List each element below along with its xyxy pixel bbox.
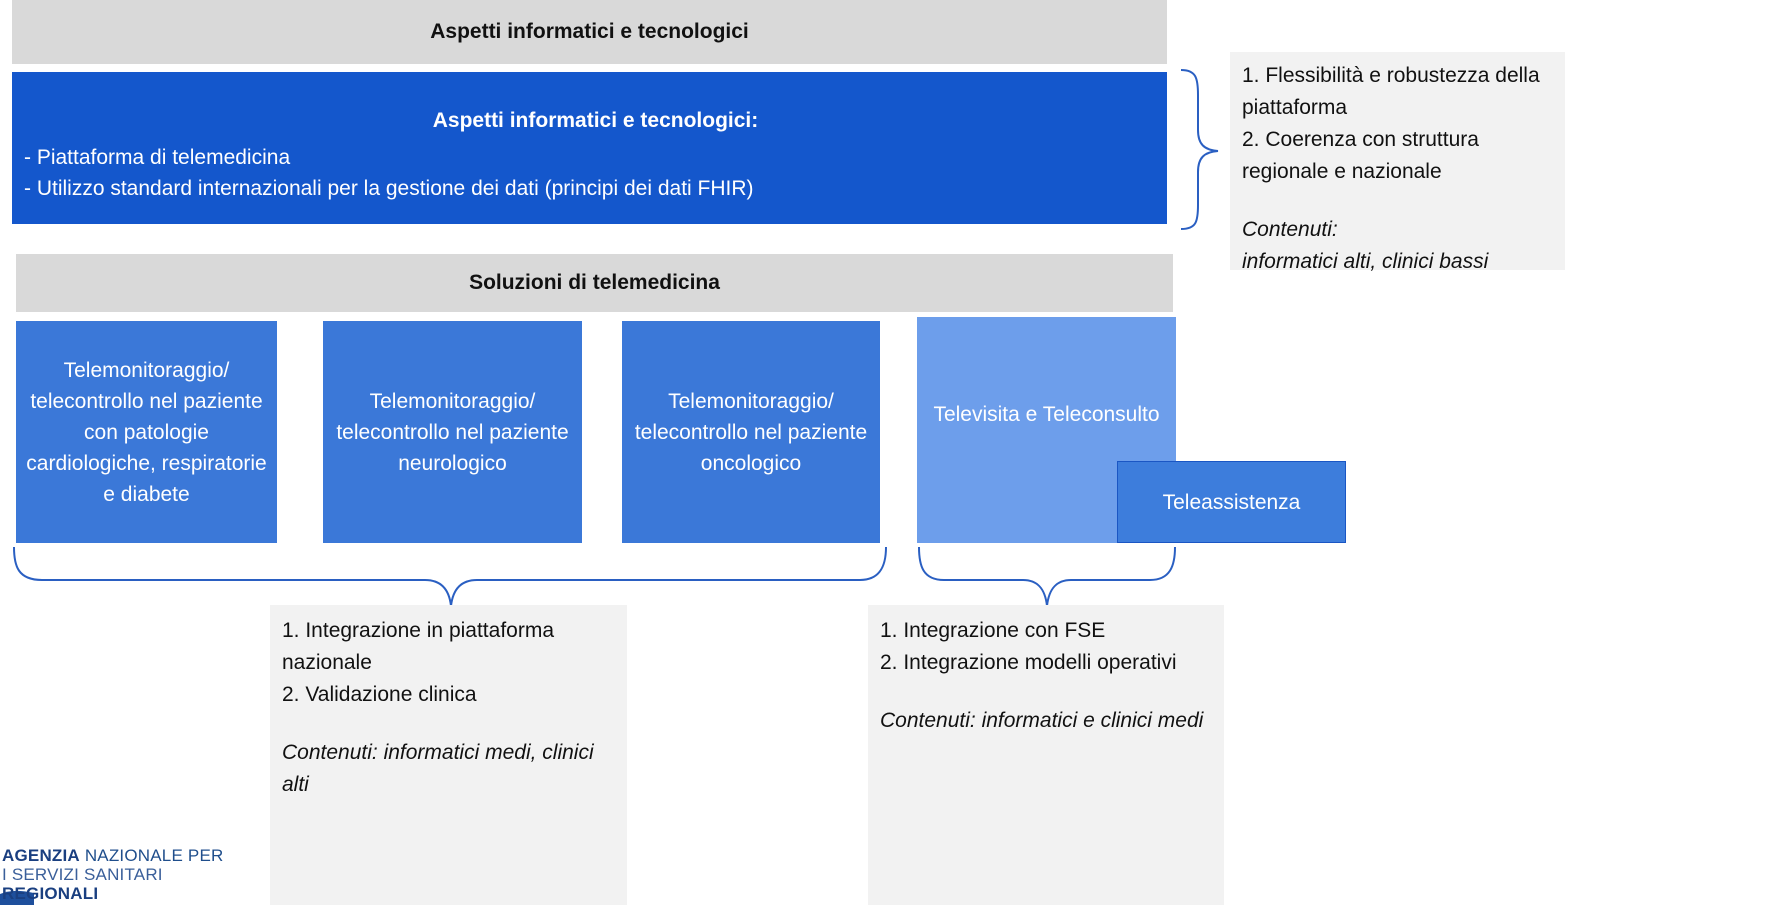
solution-box-cardio: Telemonitoraggio/ telecontrollo nel pazi… bbox=[16, 321, 277, 543]
logo-agenzia: AGENZIA bbox=[2, 846, 80, 865]
it-aspects-item: - Piattaforma di telemedicina bbox=[24, 146, 291, 169]
right-bottom-brace bbox=[918, 546, 1176, 607]
solution-label: Televisita e Teleconsulto bbox=[933, 403, 1160, 426]
solutions-header-bar: Soluzioni di telemedicina bbox=[16, 254, 1173, 312]
it-aspects-title: Aspetti informatici e tecnologici: bbox=[432, 109, 759, 132]
it-aspects-item: - Utilizzo standard internazionali per l… bbox=[24, 177, 754, 200]
note-item: 1. Integrazione in piattaforma nazionale bbox=[282, 619, 554, 674]
note-telemonitoring: 1. Integrazione in piattaforma nazionale… bbox=[270, 605, 627, 905]
top-header-bar: Aspetti informatici e tecnologici bbox=[12, 0, 1167, 64]
right-note-content-value: informatici alti, clinici bassi bbox=[1242, 250, 1489, 273]
solution-box-onco: Telemonitoraggio/ telecontrollo nel pazi… bbox=[622, 321, 880, 543]
solution-label: Teleassistenza bbox=[1162, 490, 1301, 514]
top-header-label: Aspetti informatici e tecnologici bbox=[430, 20, 749, 43]
note-item: 1. Integrazione con FSE bbox=[880, 619, 1106, 642]
note-item: 2. Validazione clinica bbox=[282, 683, 477, 706]
logo-line2-rest: I SERVIZI SANITARI bbox=[2, 865, 163, 884]
logo-swoosh-icon bbox=[0, 890, 34, 905]
right-note-item: 2. Coerenza con struttura regionale e na… bbox=[1242, 128, 1479, 183]
right-note: 1. Flessibilità e robustezza della piatt… bbox=[1230, 52, 1565, 273]
right-note-item: 1. Flessibilità e robustezza della piatt… bbox=[1242, 64, 1540, 119]
note-televisita: 1. Integrazione con FSE 2. Integrazione … bbox=[868, 605, 1224, 905]
note-content: Contenuti: informatici medi, clinici alt… bbox=[282, 741, 594, 796]
solution-label: Telemonitoraggio/ telecontrollo nel pazi… bbox=[336, 389, 569, 475]
solution-box-teleassistenza: Teleassistenza bbox=[1117, 461, 1346, 543]
solution-label: Telemonitoraggio/ telecontrollo nel pazi… bbox=[634, 389, 868, 475]
agenas-logo: AGENZIA NAZIONALE PER I SERVIZI SANITARI… bbox=[0, 846, 250, 905]
solution-label: Telemonitoraggio/ telecontrollo nel pazi… bbox=[26, 358, 267, 506]
it-aspects-box: Aspetti informatici e tecnologici: - Pia… bbox=[12, 72, 1167, 224]
note-content: Contenuti: informatici e clinici medi bbox=[880, 709, 1204, 732]
note-item: 2. Integrazione modelli operativi bbox=[880, 651, 1177, 674]
right-brace bbox=[1180, 69, 1219, 230]
logo-line1-rest: NAZIONALE PER bbox=[79, 846, 224, 865]
solution-box-neuro: Telemonitoraggio/ telecontrollo nel pazi… bbox=[323, 321, 582, 543]
right-note-content-label: Contenuti: bbox=[1242, 218, 1338, 241]
solutions-header-label: Soluzioni di telemedicina bbox=[469, 271, 720, 294]
logo-regionali: REGIONALI bbox=[2, 884, 99, 903]
left-bottom-brace bbox=[13, 546, 887, 607]
